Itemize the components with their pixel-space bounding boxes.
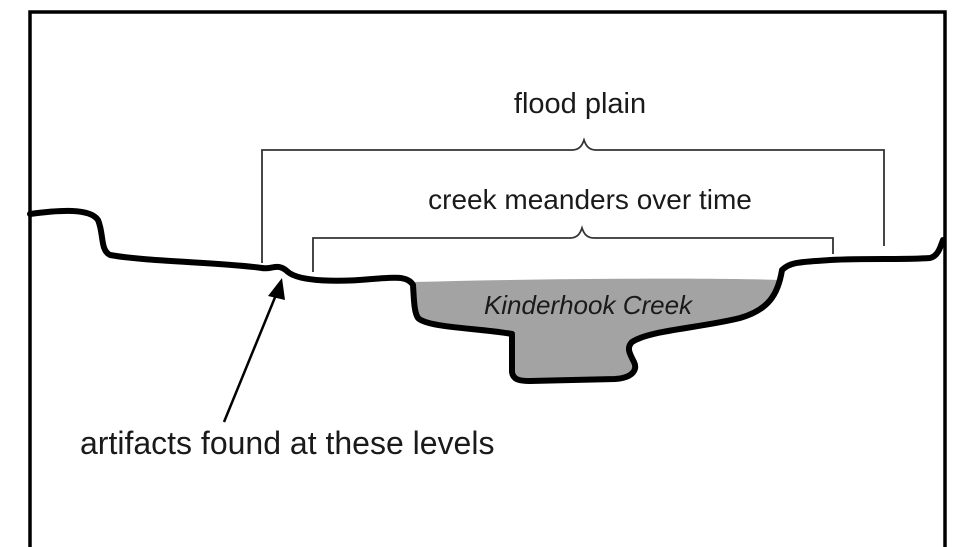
creek-name-label: Kinderhook Creek: [484, 290, 694, 320]
ground-profile: [27, 207, 946, 384]
artifacts-arrow-line: [222, 289, 280, 423]
artifacts-arrow-head: [268, 278, 285, 300]
flood-plain-bracket: [261, 137, 885, 263]
diagram-frame: [28, 10, 947, 547]
artifacts-label: artifacts found at these levels: [80, 425, 494, 461]
creek-water: [413, 278, 780, 381]
creek-meanders-bracket: [312, 225, 834, 272]
creek-meanders-label: creek meanders over time: [428, 184, 752, 215]
flood-plain-label: flood plain: [514, 88, 646, 120]
